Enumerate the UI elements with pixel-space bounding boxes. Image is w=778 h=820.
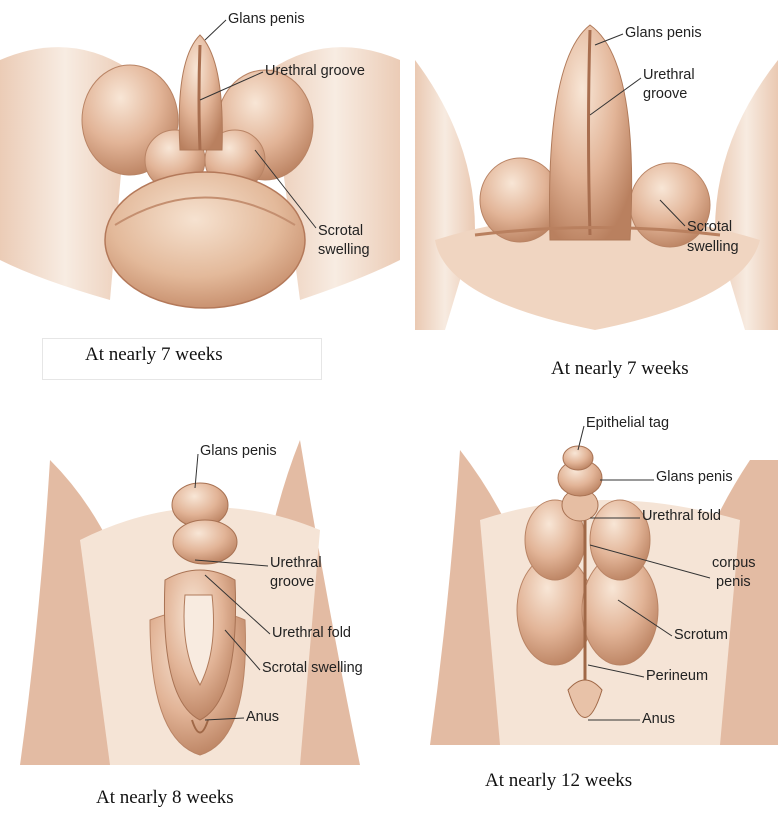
caption-12-weeks: At nearly 12 weeks — [485, 770, 632, 792]
caption-7-weeks-1: At nearly 7 weeks — [85, 344, 223, 366]
leader-lines-panel-2 — [415, 0, 778, 340]
leader-lines-panel-3 — [0, 420, 410, 765]
panel-12-weeks: Epithelial tag Glans penis Urethral fold… — [420, 400, 778, 745]
leader-lines-panel-4 — [420, 400, 778, 745]
caption-8-weeks: At nearly 8 weeks — [96, 787, 234, 809]
panel-7-weeks-early: Glans penis Urethral groove Scrotal swel… — [0, 0, 400, 330]
caption-7-weeks-2: At nearly 7 weeks — [551, 358, 689, 380]
leader-lines-panel-1 — [0, 0, 400, 330]
panel-8-weeks: Glans penis Urethral groove Urethral fol… — [0, 420, 410, 765]
panel-7-weeks-late: Glans penis Urethral groove Scrotal swel… — [415, 0, 778, 340]
